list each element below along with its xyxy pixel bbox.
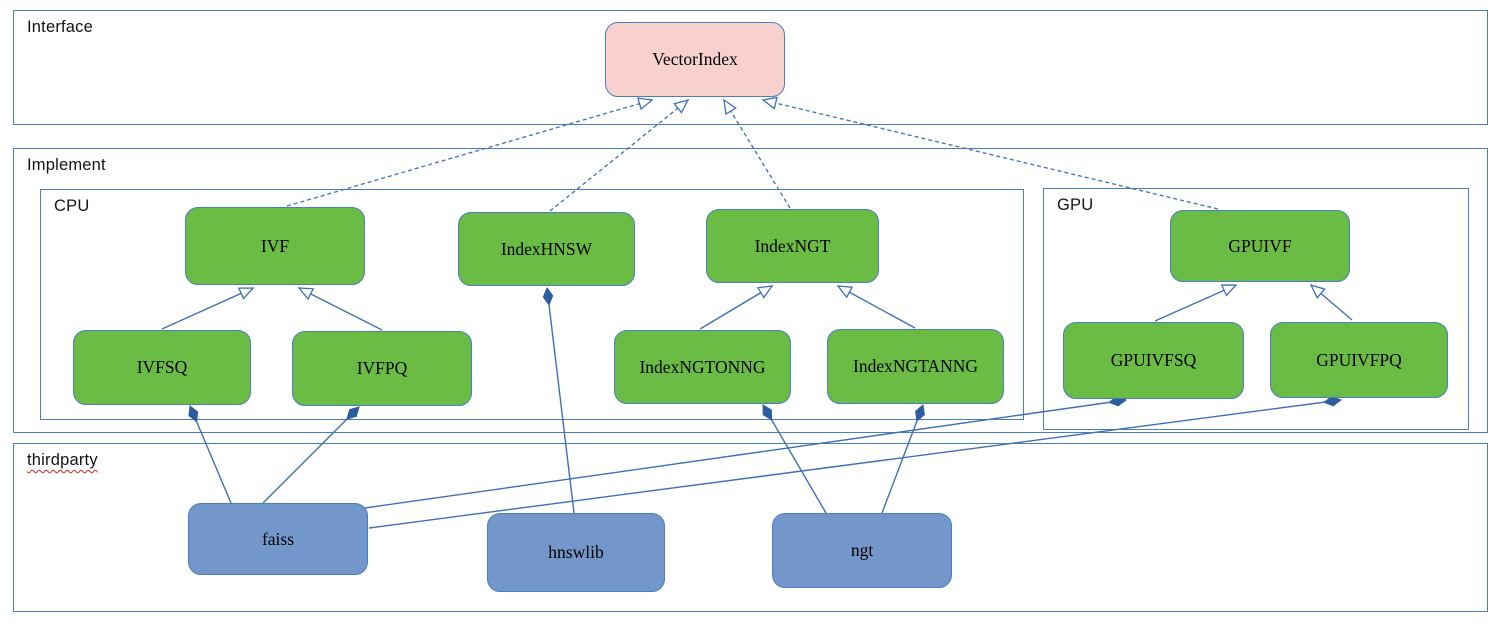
edge-ivfpq-faiss [262,406,360,504]
node-ivf-label: IVF [260,235,290,256]
node-indexhnsw-label: IndexHNSW [500,238,593,259]
node-indexngtanng-label: IndexNGTANNG [853,356,978,376]
interface-container: Interface [13,10,1488,125]
node-indexngtanng: IndexNGTANNG [827,329,1004,404]
gpu-container: GPU [1043,188,1469,430]
node-vectorindex: VectorIndex [605,22,785,97]
cpu-container: CPU [40,189,1024,420]
node-gpuivfsq: GPUIVFSQ [1063,322,1244,399]
cpu-label: CPU [54,197,90,215]
implement-container: Implement [13,148,1488,433]
edge-indexngtonng-indexngt [699,285,774,330]
node-ivf: IVF [185,207,365,285]
node-indexngt-label: IndexNGT [754,235,831,256]
node-ivfsq: IVFSQ [73,330,251,405]
edge-gpuivfpq-gpuivf [1309,283,1353,321]
node-indexngtonng: IndexNGTONNG [614,330,791,404]
node-vectorindex-label: VectorIndex [652,49,738,69]
gpu-label: GPU [1057,196,1094,214]
implement-label: Implement [27,156,106,174]
thirdparty-container: thirdparty [13,443,1488,612]
edge-gpuivf-vectorindex [761,96,1219,210]
edge-indexngtanng-ngt [881,404,925,514]
edge-gpuivfsq-gpuivf [1154,284,1238,322]
node-indexhnsw: IndexHNSW [458,212,635,286]
node-hnswlib-label: hnswlib [548,542,604,562]
edge-ivfpq-ivf [297,287,383,331]
node-faiss-label: faiss [261,528,295,549]
edge-ivf-vectorindex [286,97,654,207]
thirdparty-label: thirdparty [27,451,98,469]
node-indexngt: IndexNGT [706,209,879,283]
edge-gpuivfsq-faiss [364,395,1128,509]
node-gpuivfpq-label: GPUIVFPQ [1316,349,1402,370]
edge-indexngtanng-indexngt [836,285,916,329]
node-ivfpq: IVFPQ [292,331,472,406]
interface-label: Interface [27,18,94,36]
node-gpuivf-label: GPUIVF [1228,235,1292,256]
node-ngt: ngt [772,513,952,588]
node-gpuivfsq-label: GPUIVFSQ [1110,350,1197,370]
node-ivfsq-label: IVFSQ [136,357,188,377]
edge-indexngt-vectorindex [723,98,791,209]
edge-indexhnsw-hnswlib [542,286,575,514]
edge-ivfsq-ivf [161,287,255,330]
node-indexngtonng-label: IndexNGTONNG [639,356,766,377]
edge-gpuivfpq-faiss [368,395,1343,529]
node-gpuivfpq: GPUIVFPQ [1270,322,1448,398]
node-hnswlib: hnswlib [487,513,665,592]
node-ngt-label: ngt [850,540,874,560]
node-faiss: faiss [188,503,368,575]
node-ivfpq-label: IVFPQ [356,358,408,378]
edge-indexhnsw-vectorindex [549,98,690,212]
edge-indexngtonng-ngt [762,404,827,514]
node-gpuivf: GPUIVF [1170,210,1350,282]
edge-ivfsq-faiss [188,405,232,504]
